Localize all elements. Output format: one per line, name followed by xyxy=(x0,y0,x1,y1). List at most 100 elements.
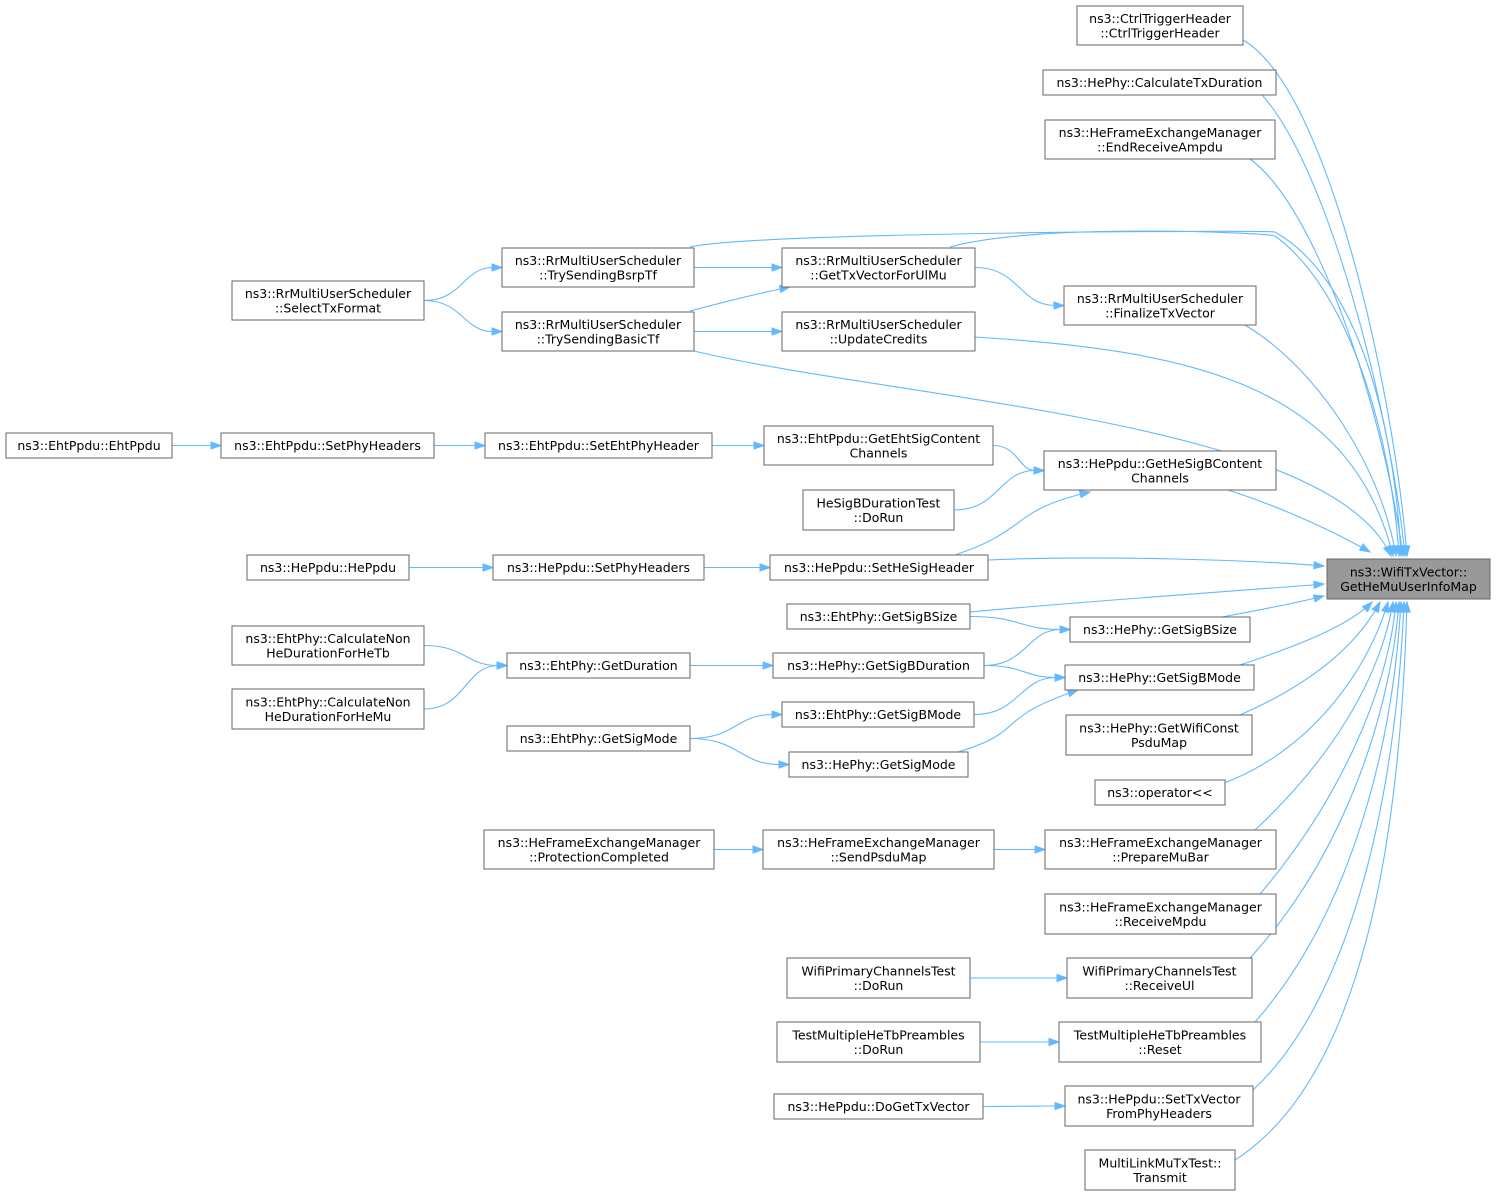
node-ehtsigbmode[interactable]: ns3::EhtPhy::GetSigBMode xyxy=(781,701,975,728)
node-finalize[interactable]: ns3::RrMultiUserScheduler::FinalizeTxVec… xyxy=(1063,285,1257,326)
node-box[interactable] xyxy=(1076,5,1244,46)
node-box[interactable] xyxy=(802,489,955,531)
node-hesetphy[interactable]: ns3::HePpdu::SetPhyHeaders xyxy=(492,554,705,581)
node-hesigbsize[interactable]: ns3::HePhy::GetSigBSize xyxy=(1069,616,1251,643)
node-hesigbdur[interactable]: ns3::HePhy::GetSigBDuration xyxy=(772,652,985,679)
node-box[interactable] xyxy=(788,751,969,778)
node-mlmtx[interactable]: MultiLinkMuTxTest::Transmit xyxy=(1084,1149,1236,1191)
node-calcnontb[interactable]: ns3::EhtPhy::CalculateNonHeDurationForHe… xyxy=(231,625,425,666)
node-box[interactable] xyxy=(781,701,975,728)
node-box[interactable] xyxy=(1044,893,1277,935)
node-box[interactable] xyxy=(1065,714,1253,756)
node-setehtphy[interactable]: ns3::EhtPpdu::SetEhtPhyHeader xyxy=(484,432,713,459)
node-box[interactable] xyxy=(1044,119,1276,160)
node-box[interactable] xyxy=(786,603,971,630)
node-protcomp[interactable]: ns3::HeFrameExchangeManager::ProtectionC… xyxy=(483,829,715,870)
node-recvmpdu[interactable]: ns3::HeFrameExchangeManager::ReceiveMpdu xyxy=(1044,893,1277,935)
node-gettxul[interactable]: ns3::RrMultiUserScheduler::GetTxVectorFo… xyxy=(781,247,976,288)
edge-arrowhead xyxy=(491,263,504,272)
node-hesigmode[interactable]: ns3::HePhy::GetSigMode xyxy=(788,751,969,778)
node-box[interactable] xyxy=(246,554,410,581)
node-tmhdorun[interactable]: TestMultipleHeTbPreambles::DoRun xyxy=(776,1021,981,1063)
node-box[interactable] xyxy=(1063,285,1257,326)
node-endrecv[interactable]: ns3::HeFrameExchangeManager::EndReceiveA… xyxy=(1044,119,1276,160)
edge-arrowhead xyxy=(1053,301,1066,310)
node-box[interactable] xyxy=(231,625,425,666)
node-box[interactable] xyxy=(1058,1021,1262,1063)
node-ctrl[interactable]: ns3::CtrlTriggerHeader::CtrlTriggerHeade… xyxy=(1076,5,1244,46)
node-box[interactable] xyxy=(1044,829,1277,870)
node-box[interactable] xyxy=(1084,1149,1236,1191)
node-sethesig[interactable]: ns3::HePpdu::SetHeSigHeader xyxy=(769,554,989,581)
node-sendpsdu[interactable]: ns3::HeFrameExchangeManager::SendPsduMap xyxy=(762,829,995,870)
edge-selecttx-to-basictf xyxy=(423,299,504,336)
node-selecttx[interactable]: ns3::RrMultiUserScheduler::SelectTxForma… xyxy=(231,280,425,321)
node-box[interactable] xyxy=(776,1021,981,1063)
node-box[interactable] xyxy=(786,957,971,999)
edge-line xyxy=(689,737,781,766)
target-node-box[interactable] xyxy=(1326,558,1491,600)
node-box[interactable] xyxy=(773,1093,984,1120)
node-box[interactable] xyxy=(231,280,425,321)
node-box[interactable] xyxy=(506,725,691,752)
node-box[interactable] xyxy=(1064,664,1255,691)
edge-ehtsetphy-to-setehtphy xyxy=(433,441,487,450)
edge-calctx-to-target xyxy=(1261,94,1409,558)
node-box[interactable] xyxy=(501,311,695,352)
edge-line xyxy=(969,615,1062,631)
node-bsrp[interactable]: ns3::RrMultiUserScheduler::TrySendingBsr… xyxy=(501,247,695,288)
node-box[interactable] xyxy=(483,829,715,870)
node-box[interactable] xyxy=(1064,1085,1254,1127)
node-basictf[interactable]: ns3::RrMultiUserScheduler::TrySendingBas… xyxy=(501,311,695,352)
node-ehtsigmode[interactable]: ns3::EhtPhy::GetSigMode xyxy=(506,725,691,752)
node-heppdu[interactable]: ns3::HePpdu::HePpdu xyxy=(246,554,410,581)
node-wpctdorun[interactable]: WifiPrimaryChannelsTest::DoRun xyxy=(786,957,971,999)
node-box[interactable] xyxy=(1042,69,1277,96)
node-calcnonmu[interactable]: ns3::EhtPhy::CalculateNonHeDurationForHe… xyxy=(231,688,425,730)
node-box[interactable] xyxy=(506,652,691,679)
node-box[interactable] xyxy=(763,425,994,466)
node-ehtsetphy[interactable]: ns3::EhtPpdu::SetPhyHeaders xyxy=(220,432,435,459)
node-box[interactable] xyxy=(492,554,705,581)
node-box[interactable] xyxy=(484,432,713,459)
node-box[interactable] xyxy=(1066,957,1253,999)
node-box[interactable] xyxy=(769,554,989,581)
edge-arrowhead xyxy=(762,661,775,670)
node-label-line: ns3::HePhy::GetSigBSize xyxy=(1083,622,1237,637)
node-box[interactable] xyxy=(1094,779,1226,806)
node-preparemu[interactable]: ns3::HeFrameExchangeManager::PrepareMuBa… xyxy=(1044,829,1277,870)
node-updcred[interactable]: ns3::RrMultiUserScheduler::UpdateCredits xyxy=(781,311,976,352)
edge-line xyxy=(1242,39,1408,557)
node-box[interactable] xyxy=(762,829,995,870)
node-box[interactable] xyxy=(1043,450,1277,491)
node-box[interactable] xyxy=(501,247,695,288)
node-box[interactable] xyxy=(5,432,173,459)
node-hesigbtest[interactable]: HeSigBDurationTest::DoRun xyxy=(802,489,955,531)
node-box[interactable] xyxy=(781,311,976,352)
edge-line xyxy=(423,664,499,710)
edge-arrowhead xyxy=(1054,673,1067,682)
node-calctx[interactable]: ns3::HePhy::CalculateTxDuration xyxy=(1042,69,1277,96)
edge-finalize-to-target xyxy=(1244,324,1399,558)
node-box[interactable] xyxy=(1069,616,1251,643)
node-ehtppdu[interactable]: ns3::EhtPpdu::EhtPpdu xyxy=(5,432,173,459)
node-box[interactable] xyxy=(220,432,435,459)
node-ehtsigbsize[interactable]: ns3::EhtPhy::GetSigBSize xyxy=(786,603,971,630)
edge-basictf-to-updcred xyxy=(694,327,784,336)
node-dogettx[interactable]: ns3::HePpdu::DoGetTxVector xyxy=(773,1093,984,1120)
node-target[interactable]: ns3::WifiTxVector::GetHeMuUserInfoMap xyxy=(1326,558,1491,600)
node-box[interactable] xyxy=(231,688,425,730)
edge-hesetphy-to-sethesig xyxy=(704,563,772,572)
node-hesigbmode[interactable]: ns3::HePhy::GetSigBMode xyxy=(1064,664,1255,691)
node-tmhreset[interactable]: TestMultipleHeTbPreambles::Reset xyxy=(1058,1021,1262,1063)
node-wpctrecv[interactable]: WifiPrimaryChannelsTest::ReceiveUl xyxy=(1066,957,1253,999)
node-box[interactable] xyxy=(772,652,985,679)
node-ehtgetdur[interactable]: ns3::EhtPhy::GetDuration xyxy=(506,652,691,679)
node-label-line: ns3::WifiTxVector:: xyxy=(1350,564,1467,579)
node-box[interactable] xyxy=(781,247,976,288)
node-oper[interactable]: ns3::operator<< xyxy=(1094,779,1226,806)
